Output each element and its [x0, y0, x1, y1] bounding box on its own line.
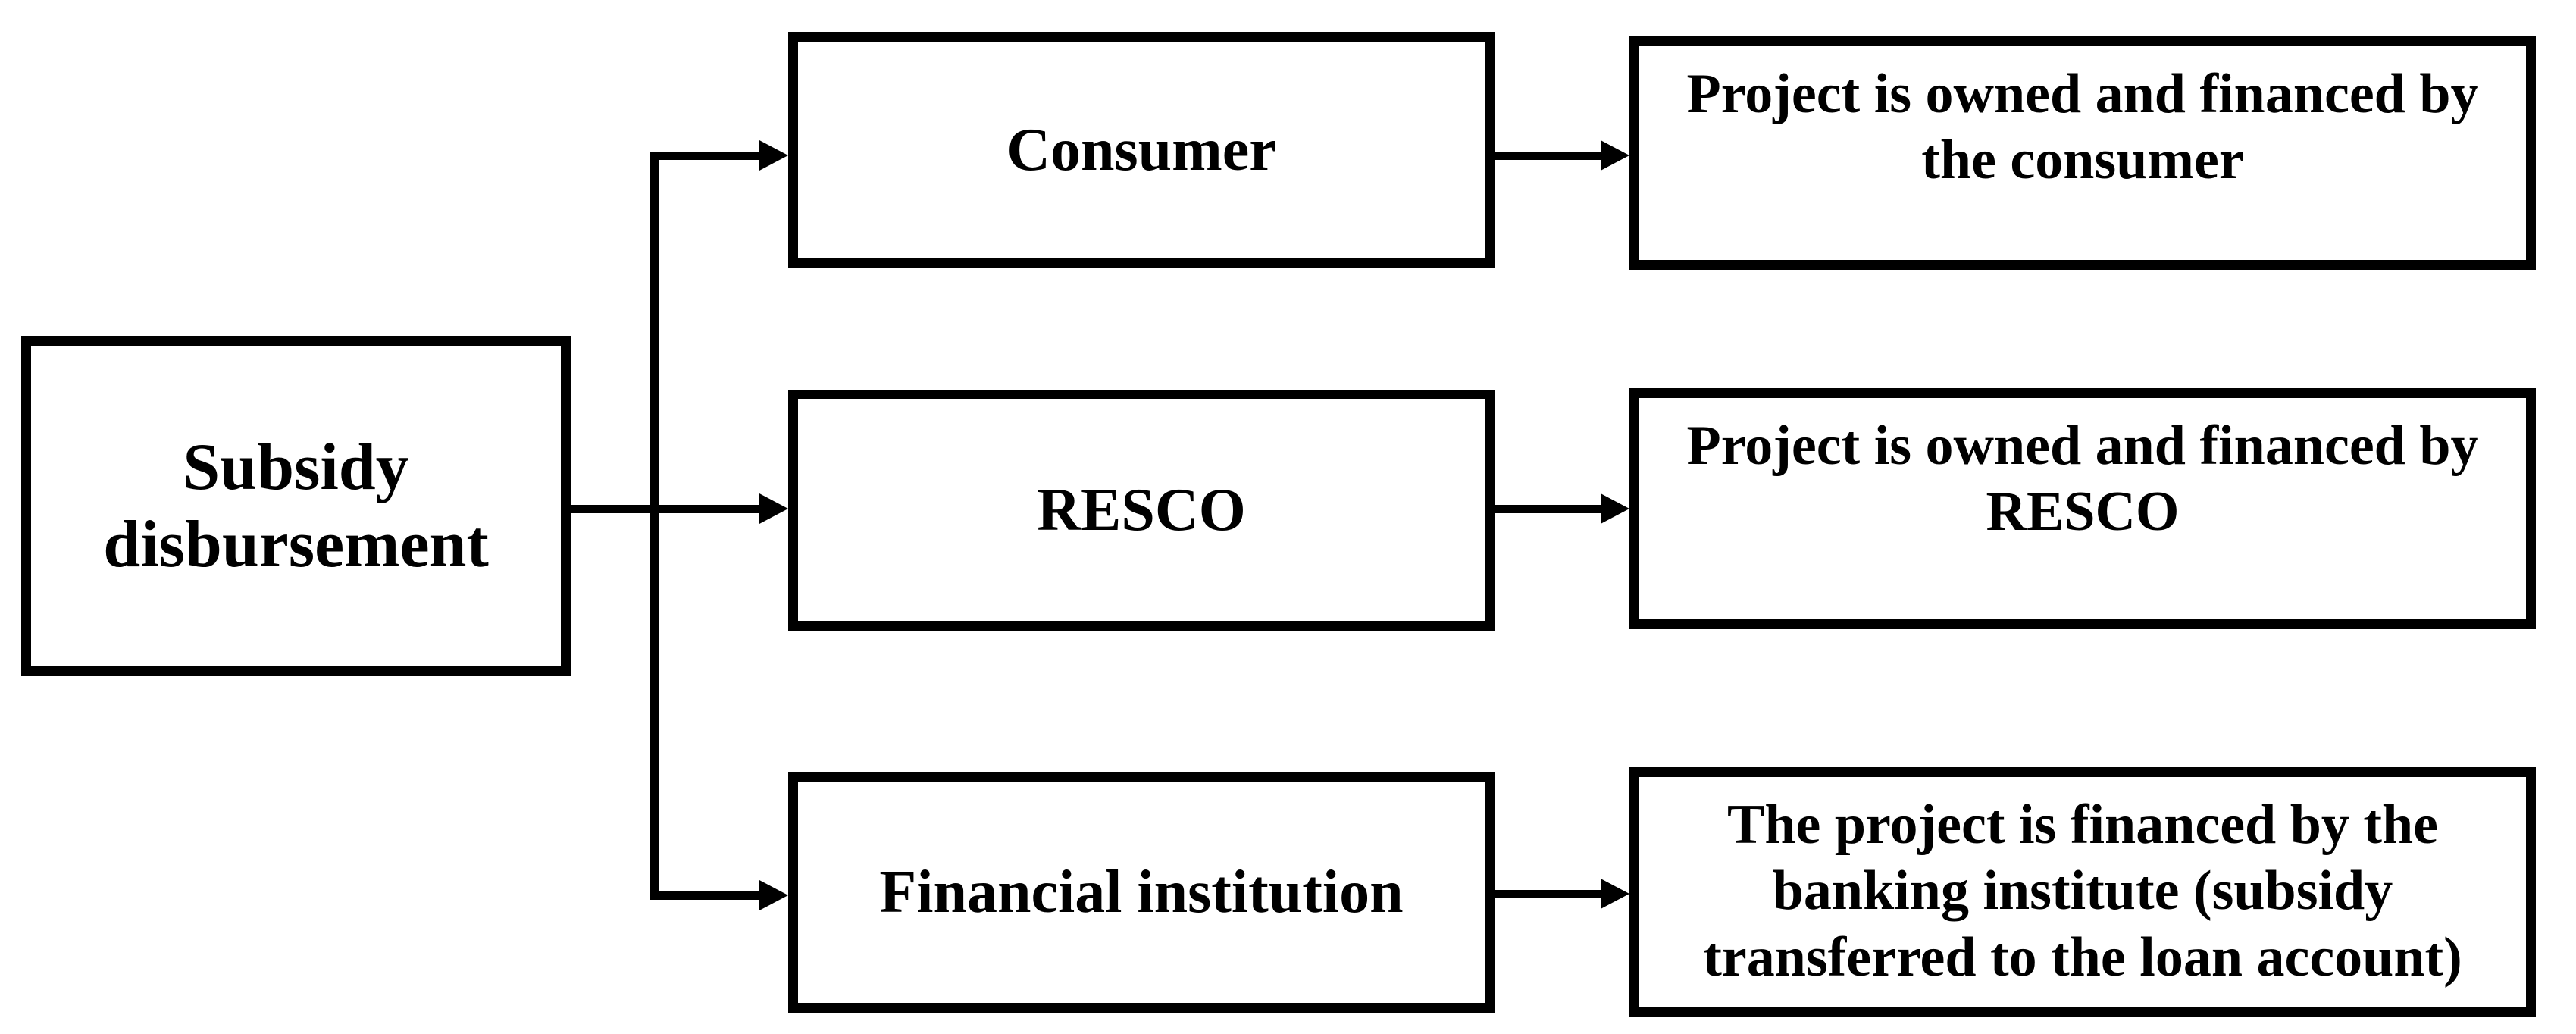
node-label-line: disbursement	[103, 507, 489, 581]
node-label: RESCO	[1037, 477, 1246, 544]
connector-resco-outcome	[1495, 505, 1601, 513]
connector-trunk-vertical	[650, 152, 659, 900]
outcome-text-line: RESCO	[1986, 481, 2180, 544]
outcome-text-line: the consumer	[1921, 129, 2244, 192]
arrow-head-resco-outcome	[1601, 494, 1629, 524]
outcome-text-line: The project is financed by the	[1726, 794, 2438, 856]
node-resco: RESCO	[788, 390, 1495, 631]
node-subsidy-disbursement: Subsidy disbursement	[21, 336, 571, 676]
outcome-consumer: Project is owned and financed by the con…	[1629, 36, 2536, 270]
arrow-head-resco	[759, 494, 788, 524]
outcome-text-line: Project is owned and financed by	[1686, 63, 2479, 125]
arrow-head-consumer	[759, 140, 788, 171]
connector-root-trunk	[571, 505, 759, 513]
outcome-text-line: transferred to the loan account)	[1703, 926, 2462, 989]
outcome-text-line: banking institute (subsidy	[1772, 860, 2393, 923]
node-label: Financial institution	[879, 859, 1404, 926]
connector-consumer-outcome	[1495, 152, 1601, 160]
outcome-text-line: Project is owned and financed by	[1686, 415, 2479, 477]
arrow-head-financial-institution	[759, 880, 788, 910]
node-consumer: Consumer	[788, 32, 1495, 268]
connector-branch-financial-institution	[650, 891, 759, 900]
connector-branch-consumer	[650, 152, 759, 160]
node-label: Consumer	[1006, 117, 1276, 183]
outcome-resco: Project is owned and financed by RESCO	[1629, 388, 2536, 629]
outcome-financial-institution: The project is financed by the banking i…	[1629, 767, 2536, 1017]
arrow-head-fi-outcome	[1601, 879, 1629, 909]
node-financial-institution: Financial institution	[788, 772, 1495, 1013]
node-label-line: Subsidy	[183, 431, 409, 505]
arrow-head-consumer-outcome	[1601, 140, 1629, 171]
connector-fi-outcome	[1495, 890, 1601, 898]
